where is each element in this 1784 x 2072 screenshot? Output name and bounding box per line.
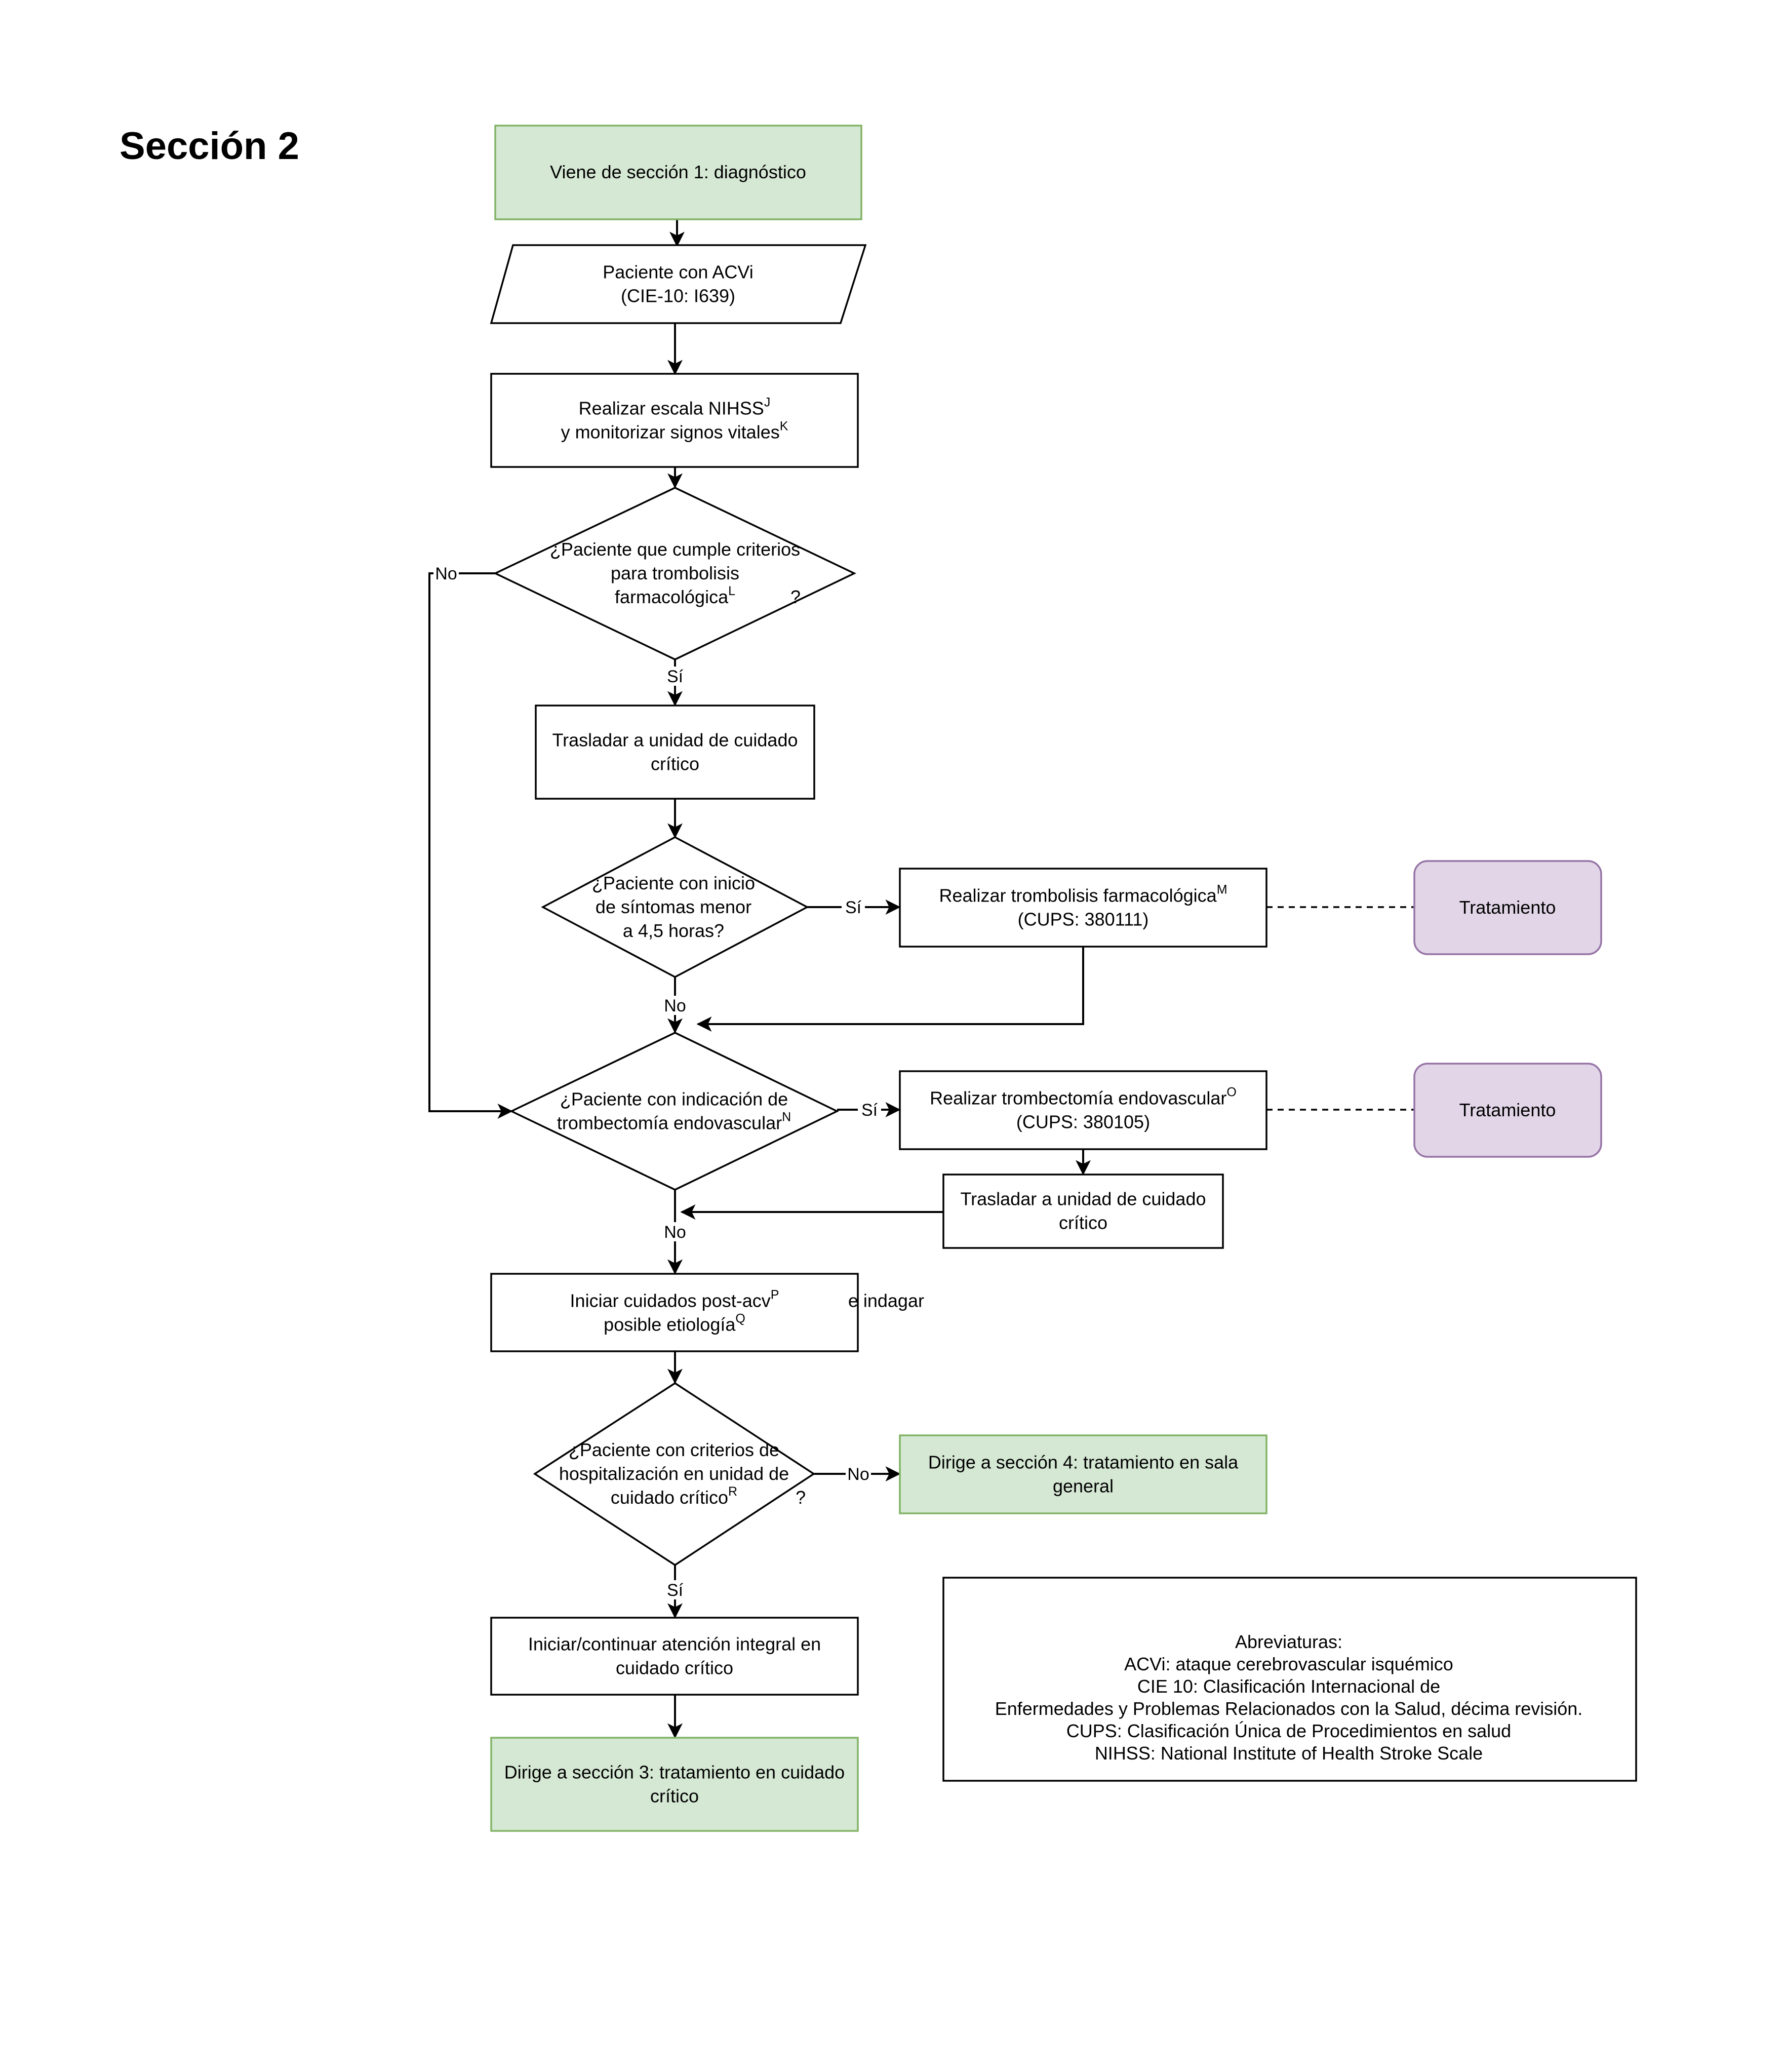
label-decision4-no: No	[847, 1465, 869, 1484]
label-decision1-no: No	[435, 564, 457, 583]
label-decision3-no: No	[664, 1223, 686, 1242]
edge-labels: No Sí Sí No Sí No No Sí	[433, 564, 881, 1600]
thrombolysis-text: Realizar trombolisis farmacológicaM(CUPS…	[939, 883, 1227, 930]
start-text: Viene de sección 1: diagnóstico	[550, 162, 806, 182]
patient-text: Paciente con ACVi(CIE-10: I639)	[603, 262, 754, 306]
thrombectomy-text: Realizar trombectomía endovascularO(CUPS…	[930, 1085, 1237, 1132]
section3-text: Dirige a sección 3: tratamiento en cuida…	[504, 1762, 845, 1807]
node-start: Viene de sección 1: diagnóstico	[494, 125, 862, 220]
node-patient: Paciente con ACVi(CIE-10: I639)	[490, 244, 867, 324]
abbreviations-text: Abreviaturas:ACVi: ataque cerebrovascula…	[995, 1631, 1583, 1764]
node-thrombectomy: Realizar trombectomía endovascularO(CUPS…	[899, 1070, 1267, 1150]
node-section-3: Dirige a sección 3: tratamiento en cuida…	[490, 1737, 859, 1832]
edge-decision1-no	[428, 572, 513, 1119]
node-treatment-1: Tratamiento	[1413, 860, 1602, 955]
label-decision2-no: No	[664, 996, 686, 1015]
node-thrombolysis: Realizar trombolisis farmacológicaM(CUPS…	[899, 868, 1267, 948]
section-title: Sección 2	[120, 125, 299, 168]
treatment1-text: Tratamiento	[1459, 897, 1556, 918]
edge-thrombolysis-merge	[696, 947, 1084, 1032]
label-decision2-yes: Sí	[845, 898, 862, 917]
treatment2-text: Tratamiento	[1459, 1100, 1556, 1120]
label-decision3-yes: Sí	[861, 1101, 878, 1120]
label-decision4-yes: Sí	[667, 1581, 684, 1600]
label-decision1-yes: Sí	[667, 667, 684, 686]
node-treatment-2: Tratamiento	[1413, 1063, 1602, 1158]
abbreviations-box: Abreviaturas:ACVi: ataque cerebrovascula…	[942, 1577, 1637, 1782]
